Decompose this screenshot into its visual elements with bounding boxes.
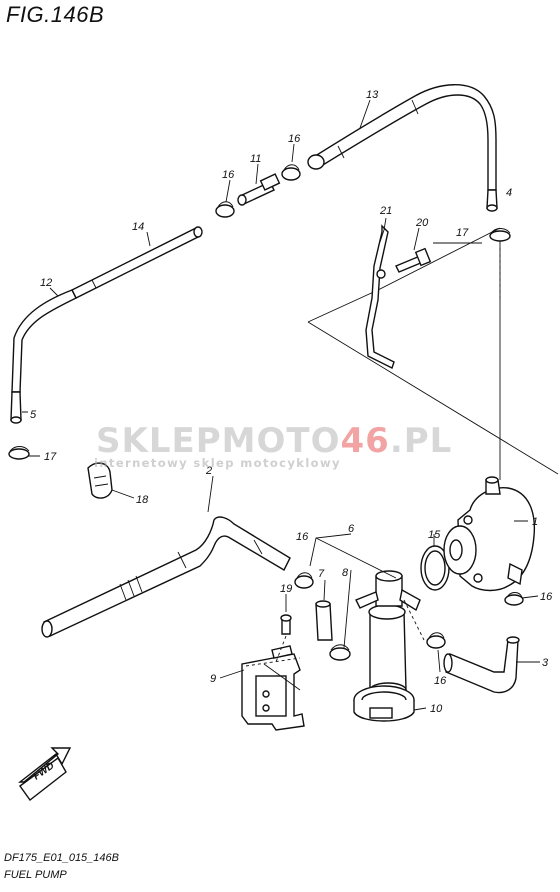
watermark-logo: SKLEPMOTO46.PL xyxy=(96,421,453,461)
fuel-pump xyxy=(443,476,536,592)
callout-16: 16 xyxy=(222,169,235,181)
callout-16: 16 xyxy=(434,675,447,687)
assembly-guides xyxy=(245,248,501,667)
figure-subtitle: FUEL PUMP xyxy=(4,869,67,881)
upper-fuel-hose xyxy=(307,84,498,212)
callout-10: 10 xyxy=(430,703,443,715)
pump-bracket xyxy=(365,224,395,369)
hose-clamp xyxy=(87,462,113,499)
fuel-filter xyxy=(355,570,421,698)
callout-3: 3 xyxy=(542,657,549,669)
callout-7: 7 xyxy=(318,568,325,580)
watermark-tagline: internetowy sklep motocyklowy xyxy=(94,456,341,470)
callout-19: 19 xyxy=(280,583,292,595)
callout-11: 11 xyxy=(250,153,261,165)
filter-clamp xyxy=(353,685,415,722)
callout-12: 12 xyxy=(40,277,52,289)
main-fuel-hose xyxy=(41,516,291,638)
callout-14: 14 xyxy=(132,221,144,233)
hose-clip xyxy=(215,201,235,218)
callout-2: 2 xyxy=(205,465,212,477)
callout-1: 1 xyxy=(532,516,538,528)
hose-clip xyxy=(281,164,301,181)
pump-o-ring xyxy=(420,545,450,591)
callout-17: 17 xyxy=(456,227,469,239)
hose-clip xyxy=(294,572,314,589)
hose-clip xyxy=(426,632,446,649)
hose-clip xyxy=(504,592,524,606)
short-hose xyxy=(315,600,333,641)
hose-clip xyxy=(8,446,30,460)
callout-9: 9 xyxy=(210,673,216,685)
callout-4: 4 xyxy=(506,187,512,199)
figure-title: FIG.146B xyxy=(6,2,105,27)
callout-6: 6 xyxy=(348,523,355,535)
callout-16: 16 xyxy=(540,591,553,603)
callout-8: 8 xyxy=(342,567,349,579)
callouts: 13 16 11 16 4 21 20 17 14 12 5 17 18 2 1… xyxy=(30,89,553,715)
callout-13: 13 xyxy=(366,89,379,101)
hose-clip xyxy=(489,228,511,242)
figure-code: DF175_E01_015_146B xyxy=(4,852,119,864)
callout-16: 16 xyxy=(288,133,301,145)
bracket-screw xyxy=(271,614,293,659)
callout-21: 21 xyxy=(379,205,392,217)
callout-18: 18 xyxy=(136,494,149,506)
hose-connector xyxy=(237,173,281,206)
hose-clip xyxy=(329,644,351,661)
filter-bracket xyxy=(241,653,305,731)
forward-arrow: FWD xyxy=(17,747,72,802)
left-fuel-hose xyxy=(10,226,203,424)
callout-15: 15 xyxy=(428,529,441,541)
callout-17: 17 xyxy=(44,451,57,463)
callout-5: 5 xyxy=(30,409,37,421)
leader-lines xyxy=(22,99,540,711)
callout-16: 16 xyxy=(296,531,309,543)
bracket-bolt xyxy=(395,247,432,273)
callout-20: 20 xyxy=(415,217,429,229)
elbow-hose xyxy=(443,636,520,694)
